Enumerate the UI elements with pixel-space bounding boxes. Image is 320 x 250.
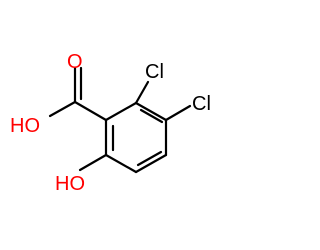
ring-inner-bond-c2-c3 bbox=[139, 108, 164, 124]
ring-hydroxyl-label: HO bbox=[55, 173, 85, 195]
chlorine-3-label: Cl bbox=[192, 93, 211, 115]
bond-carboxyl-oh bbox=[48, 100, 77, 118]
bond-ring-to-carboxyl bbox=[73, 100, 108, 122]
chlorine-2-label: Cl bbox=[145, 61, 164, 83]
structure-canvas: O HO Cl Cl HO bbox=[10, 51, 211, 195]
bond-c3-cl bbox=[164, 104, 192, 122]
ring-bond-c1-c2 bbox=[104, 101, 138, 122]
structure-diagram: O HO Cl Cl HO bbox=[10, 51, 211, 195]
bond-c6-oh bbox=[78, 153, 108, 172]
ring-bond-c4-c5 bbox=[134, 153, 168, 174]
acid-hydroxyl-label: HO bbox=[10, 115, 40, 137]
bonds bbox=[48, 66, 192, 174]
bond-c2-cl bbox=[134, 80, 150, 105]
carbonyl-oxygen-label: O bbox=[67, 51, 83, 73]
ring-bond-c2-c3 bbox=[134, 101, 168, 122]
ring-bond-c5-c6 bbox=[104, 153, 138, 174]
ring-inner-bond-c4-c5 bbox=[136, 150, 163, 167]
atom-labels: O HO Cl Cl HO bbox=[10, 51, 211, 195]
